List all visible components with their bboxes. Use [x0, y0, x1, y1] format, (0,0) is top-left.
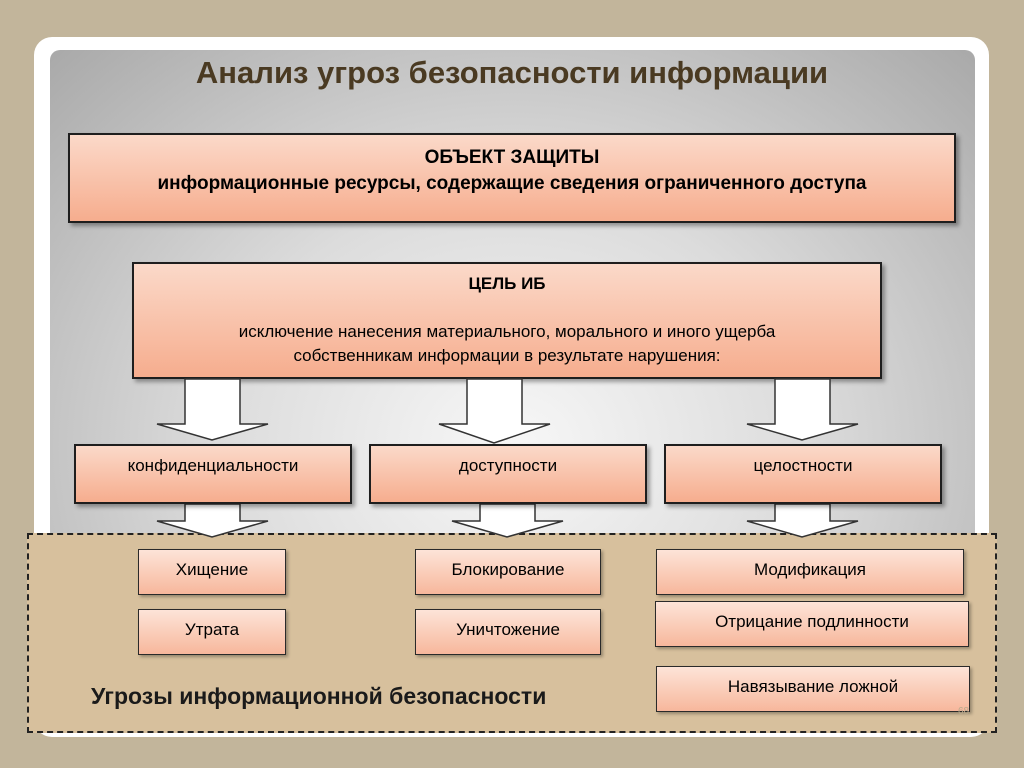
- threats-label: Угрозы информационной безопасности: [91, 683, 547, 709]
- protection-object-text: информационные ресурсы, содержащие сведе…: [157, 173, 867, 194]
- protection-object-heading: ОБЪЕКТ ЗАЩИТЫ: [424, 147, 600, 168]
- security-goal-line-1: исключение нанесения материального, мора…: [238, 322, 776, 341]
- threat-loss: Утрата: [138, 609, 286, 655]
- page-number: 68: [958, 706, 970, 717]
- down-arrow-icon: [746, 378, 859, 441]
- threat-theft: Хищение: [138, 549, 286, 595]
- threat-false-imposition: Навязывание ложной: [656, 666, 970, 712]
- down-arrow-icon: [156, 378, 269, 441]
- threat-modification: Модификация: [656, 549, 964, 595]
- down-arrow-icon: [438, 378, 551, 444]
- security-goal-box: ЦЕЛЬ ИБ исключение нанесения материально…: [132, 262, 882, 379]
- down-arrow-icon: [156, 503, 269, 538]
- category-availability: доступности: [369, 444, 647, 504]
- slide-title: Анализ угроз безопасности информации: [195, 55, 829, 90]
- threat-blocking: Блокирование: [415, 549, 601, 595]
- down-arrow-icon: [451, 503, 564, 538]
- threat-repudiation: Отрицание подлинности: [655, 601, 969, 647]
- down-arrow-icon: [746, 503, 859, 538]
- category-integrity: целостности: [664, 444, 942, 504]
- security-goal-heading: ЦЕЛЬ ИБ: [468, 274, 546, 293]
- security-goal-line-2: собственникам информации в результате на…: [293, 346, 721, 365]
- category-confidentiality: конфиденциальности: [74, 444, 352, 504]
- protection-object-box: ОБЪЕКТ ЗАЩИТЫ информационные ресурсы, со…: [68, 133, 956, 223]
- threat-destruction: Уничтожение: [415, 609, 601, 655]
